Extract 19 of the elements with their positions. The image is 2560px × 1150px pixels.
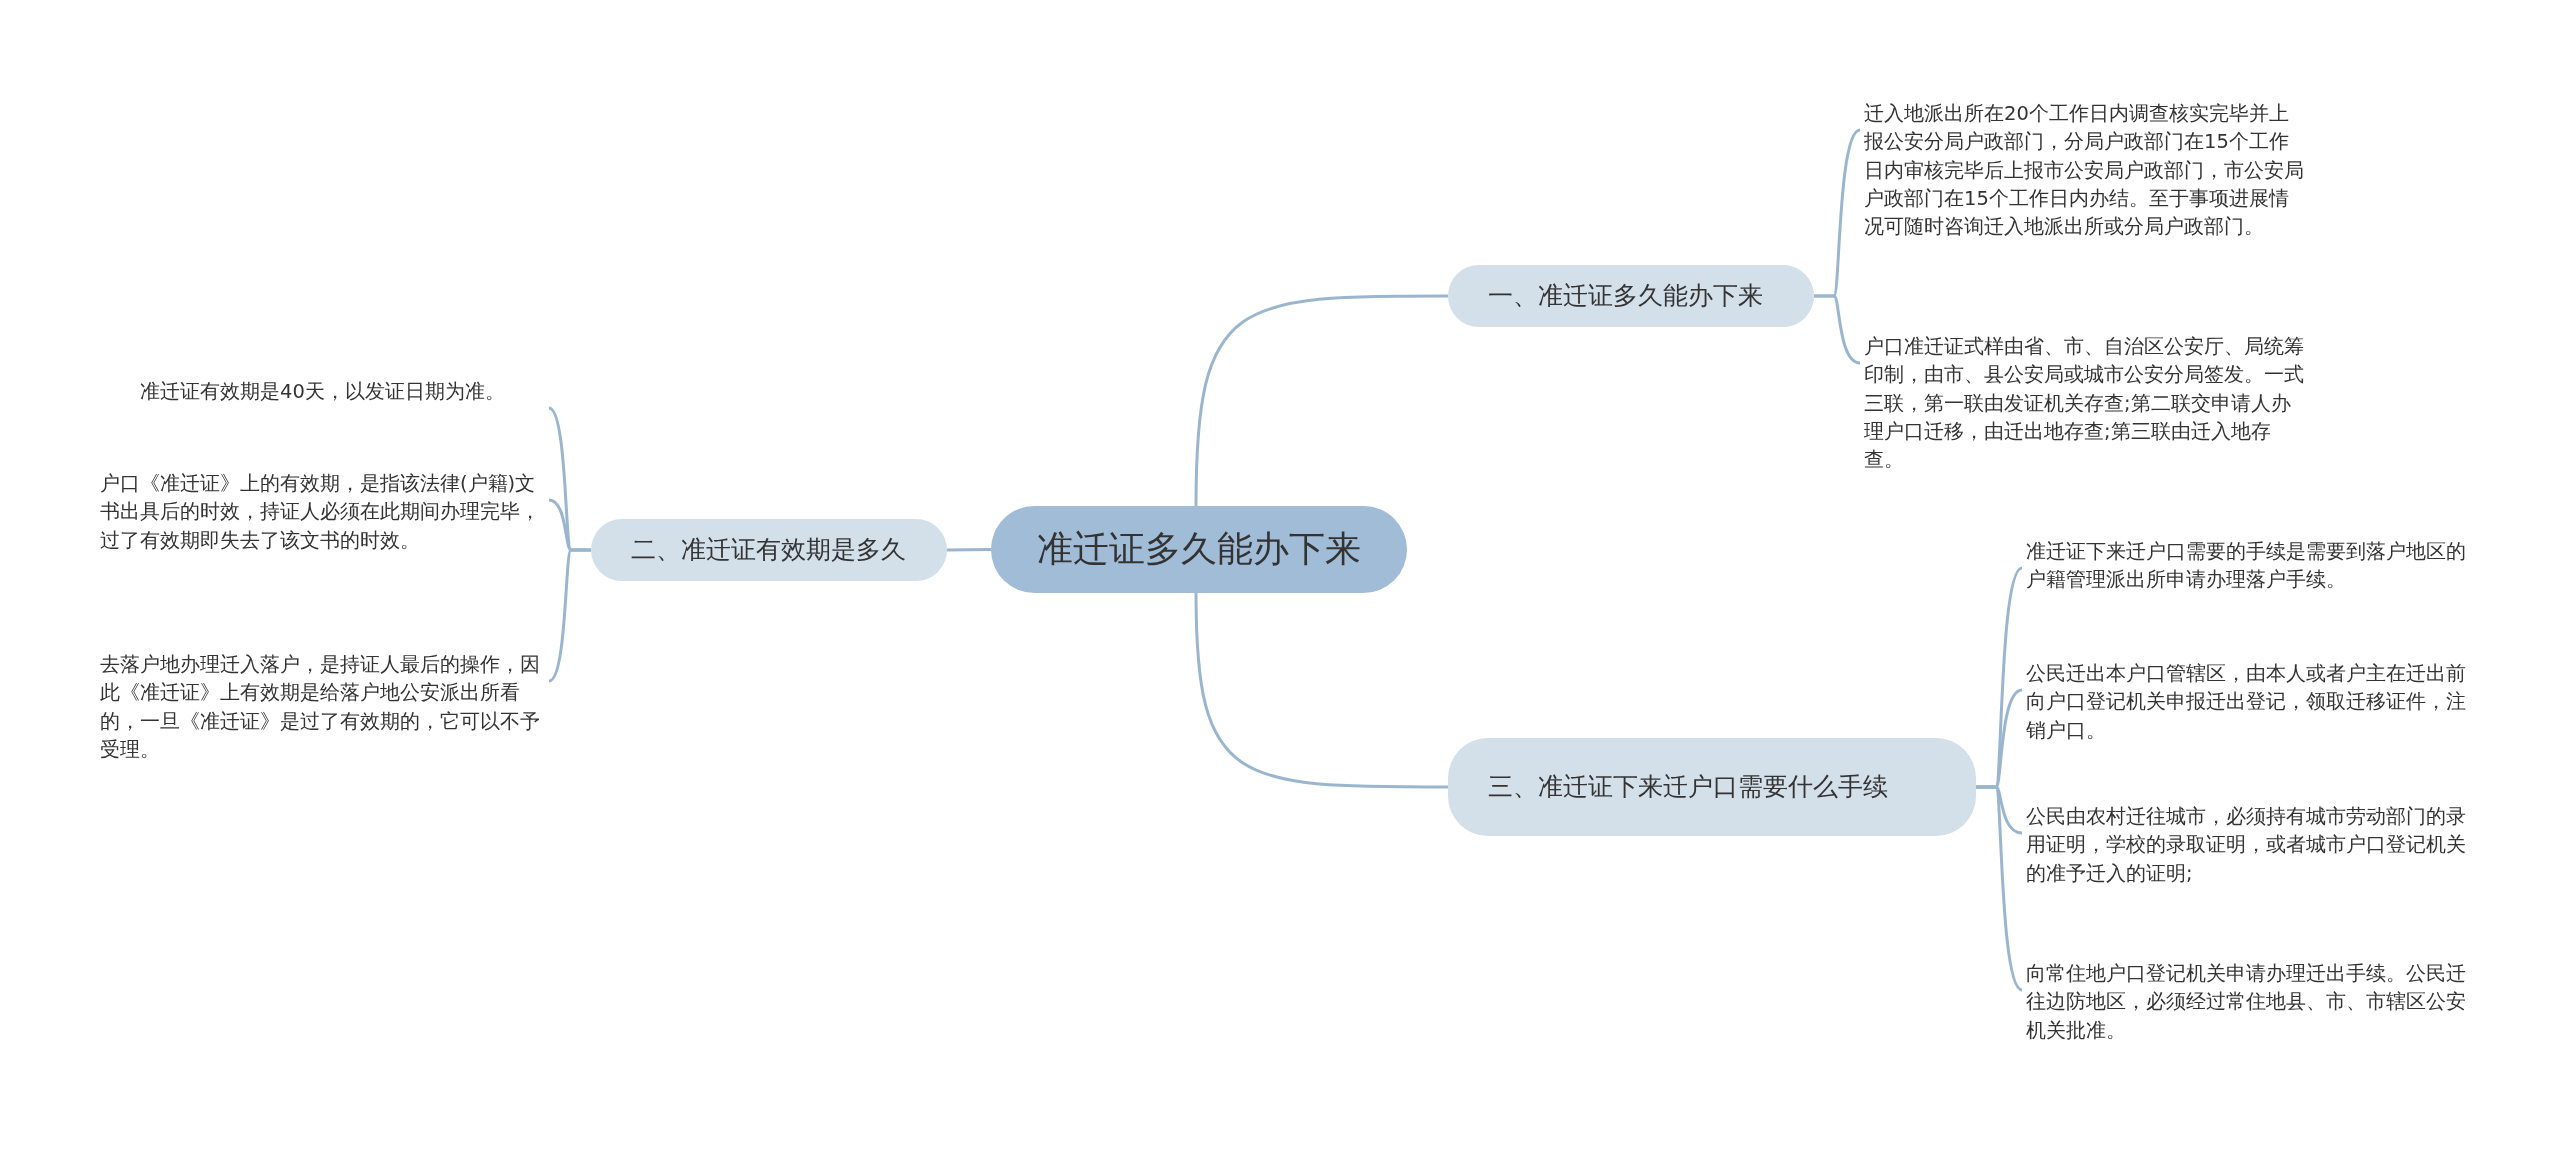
topic-box: 二、准迁证有效期是多久: [591, 519, 947, 581]
note-text: 向常住地户口登记机关申请办理迁出手续。公民迁往边防地区，必须经过常住地县、市、市辖区公安机关批准。: [2026, 961, 2466, 1044]
note-text: 公民迁出本户口管辖区，由本人或者户主在迁出前向户口登记机关申报迁出登记，领取迁移证件，注销户口。: [2026, 661, 2466, 744]
connector-line: [1814, 294, 1861, 365]
note-text: 户口《准迁证》上的有效期，是指该法律(户籍)文书出具后的时效，持证人必须在此期间办理完毕，过了有效期即失去了该文书的时效。: [100, 471, 541, 554]
topic-box: 三、准迁证下来迁户口需要什么手续: [1448, 738, 1976, 836]
connector-line: [1194, 294, 1448, 507]
note-text: 迁入地派出所在20个工作日内调查核实完毕并上报公安分局户政部门，分局户政部门在15个工作日内审核完毕后上报市公安局户政部门，市公安局户政部门在15个工作日内办结。至于事项进展情况可随时咨询迁入地派出所或分局户政部门。: [1864, 101, 2304, 241]
note-text: 公民由农村迁往城市，必须持有城市劳动部门的录用证明，学校的录取证明，或者城市户口登记机关的准予迁入的证明;: [2026, 804, 2466, 887]
central-topic-box: 准迁证多久能办下来: [991, 506, 1407, 593]
topic-box: 一、准迁证多久能办下来: [1448, 265, 1814, 327]
connector-line: [1976, 785, 2023, 992]
note-text: 去落户地办理迁入落户，是持证人最后的操作，因此《准迁证》上有效期是给落户地公安派出所看的，一旦《准迁证》是过了有效期的，它可以不予受理。: [100, 652, 541, 763]
note-text: 准迁证下来迁户口需要的手续是需要到落户地区的户籍管理派出所申请办理落户手续。: [2026, 539, 2466, 594]
connector-line: [548, 548, 591, 683]
note-text: 户口准迁证式样由省、市、自治区公安厅、局统筹印制，由市、县公安局或城市公安分局签发。一式三联，第一联由发证机关存查;第二联交申请人办理户口迁移，由迁出地存查;第三联由迁入地存查。: [1864, 334, 2304, 474]
connector-line: [1194, 592, 1448, 789]
note-text: 准迁证有效期是40天，以发证日期为准。: [139, 379, 506, 405]
connector-line: [947, 548, 991, 552]
